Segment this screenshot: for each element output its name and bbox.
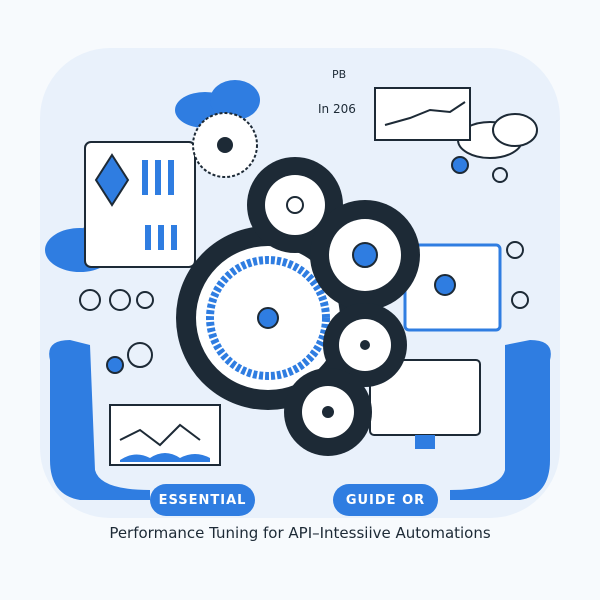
essential-pill: ESSENTIAL [150,484,255,516]
gear-icon-right [310,200,420,310]
gear-icon-mid [323,303,407,387]
badge-label: In 206 [318,102,356,116]
guide-pill: GUIDE OR [333,484,438,516]
decorative-circles [79,156,529,374]
monitor-icon [369,359,481,449]
dashboard-window-icon [84,141,196,268]
right-swoosh [450,340,551,500]
caption-title: Performance Tuning for API–Intessiive Au… [109,524,491,542]
area-chart-window-icon [109,404,221,466]
cloud-icon [457,113,538,159]
line-chart-window-icon [374,87,471,141]
monitor-icon [403,243,502,332]
left-swoosh [49,340,150,500]
top-small-label: PB [332,68,347,81]
gear-icon-bottom [284,368,372,456]
gear-icon-outline [192,112,258,178]
